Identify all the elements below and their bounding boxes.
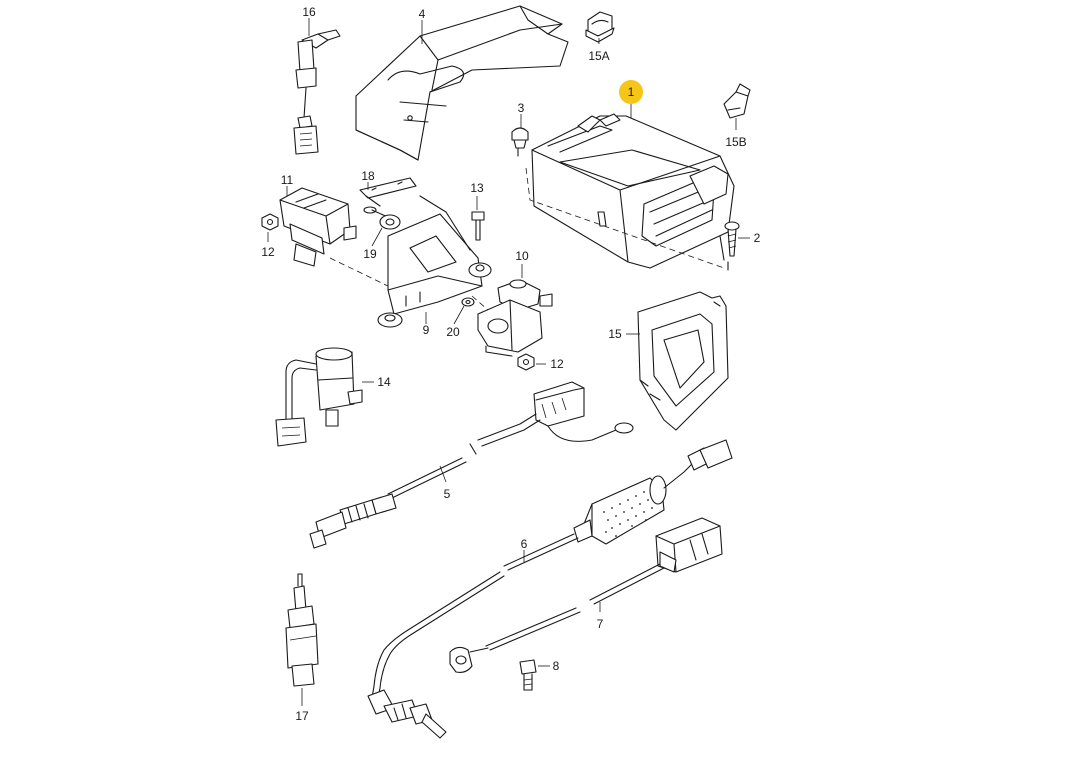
label-part-9[interactable]: 9	[423, 323, 430, 337]
part-10-valve-unit	[477, 279, 553, 357]
part-15B-clip	[723, 83, 751, 119]
label-part-5[interactable]: 5	[444, 487, 451, 501]
part-9-support-bracket	[377, 195, 492, 328]
part-12-nut-right	[517, 353, 535, 371]
part-1-control-unit	[531, 113, 735, 271]
label-part-10[interactable]: 10	[515, 249, 529, 263]
part-7-sensor-cable	[449, 517, 723, 673]
part-6-knock-sensor	[367, 439, 733, 739]
label-part-13[interactable]: 13	[470, 181, 484, 195]
part-14-canister	[275, 347, 363, 447]
label-part-2[interactable]: 2	[754, 231, 761, 245]
label-part-19[interactable]: 19	[363, 247, 377, 261]
part-11-valve	[279, 187, 357, 267]
part-8-bolt	[519, 659, 537, 691]
label-part-15A[interactable]: 15A	[588, 49, 609, 63]
label-part-15B[interactable]: 15B	[725, 135, 746, 149]
label-part-1[interactable]: 1	[628, 85, 635, 99]
knock-sensor-texture	[603, 491, 653, 537]
label-part-15[interactable]: 15	[608, 327, 622, 341]
part-12-nut-left	[261, 213, 279, 231]
label-part-7[interactable]: 7	[597, 617, 604, 631]
label-part-11[interactable]: 11	[281, 173, 294, 187]
label-part-17[interactable]: 17	[295, 709, 309, 723]
part-15A-grommet	[585, 11, 615, 43]
label-part-3[interactable]: 3	[518, 101, 525, 115]
label-part-18[interactable]: 18	[361, 169, 375, 183]
part-5-lambda-probe	[309, 381, 634, 549]
label-part-20[interactable]: 20	[446, 325, 460, 339]
assembly-lines	[329, 167, 725, 311]
part-3-cap	[511, 127, 529, 157]
leader-lines	[267, 18, 750, 706]
part-2-screw	[724, 221, 740, 257]
part-labels: 16 4 15A 1 15B 3 2 11 12 18 19 13 9 10 2…	[261, 5, 760, 723]
label-part-8[interactable]: 8	[553, 659, 560, 673]
part-13-bolt	[471, 211, 485, 241]
label-part-12-right[interactable]: 12	[550, 357, 564, 371]
label-part-6[interactable]: 6	[521, 537, 528, 551]
label-part-4[interactable]: 4	[419, 7, 426, 21]
part-16-speed-sensor	[293, 29, 341, 155]
part-15-mounting-frame	[637, 291, 729, 431]
label-part-12-left[interactable]: 12	[261, 245, 275, 259]
part-17-switch	[285, 573, 319, 687]
part-4-bracket-cover	[355, 5, 569, 161]
part-19-rubber-bush	[379, 214, 401, 230]
label-part-14[interactable]: 14	[377, 375, 391, 389]
part-20-washer	[461, 297, 475, 307]
label-part-16[interactable]: 16	[302, 5, 316, 19]
part-1-highlight-marker[interactable]	[619, 80, 643, 104]
